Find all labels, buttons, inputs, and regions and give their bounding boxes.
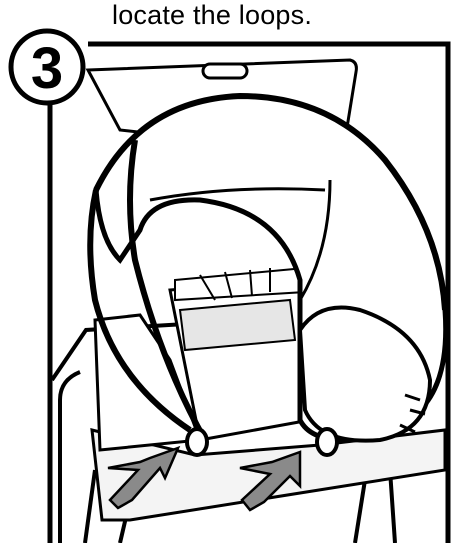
right-loop: [317, 429, 337, 455]
step-instruction: locate the loops.: [112, 0, 442, 30]
step-number: 3: [31, 36, 63, 101]
handle-slot: [203, 64, 247, 78]
step-badge: 3: [6, 26, 88, 108]
left-loop: [187, 429, 207, 455]
